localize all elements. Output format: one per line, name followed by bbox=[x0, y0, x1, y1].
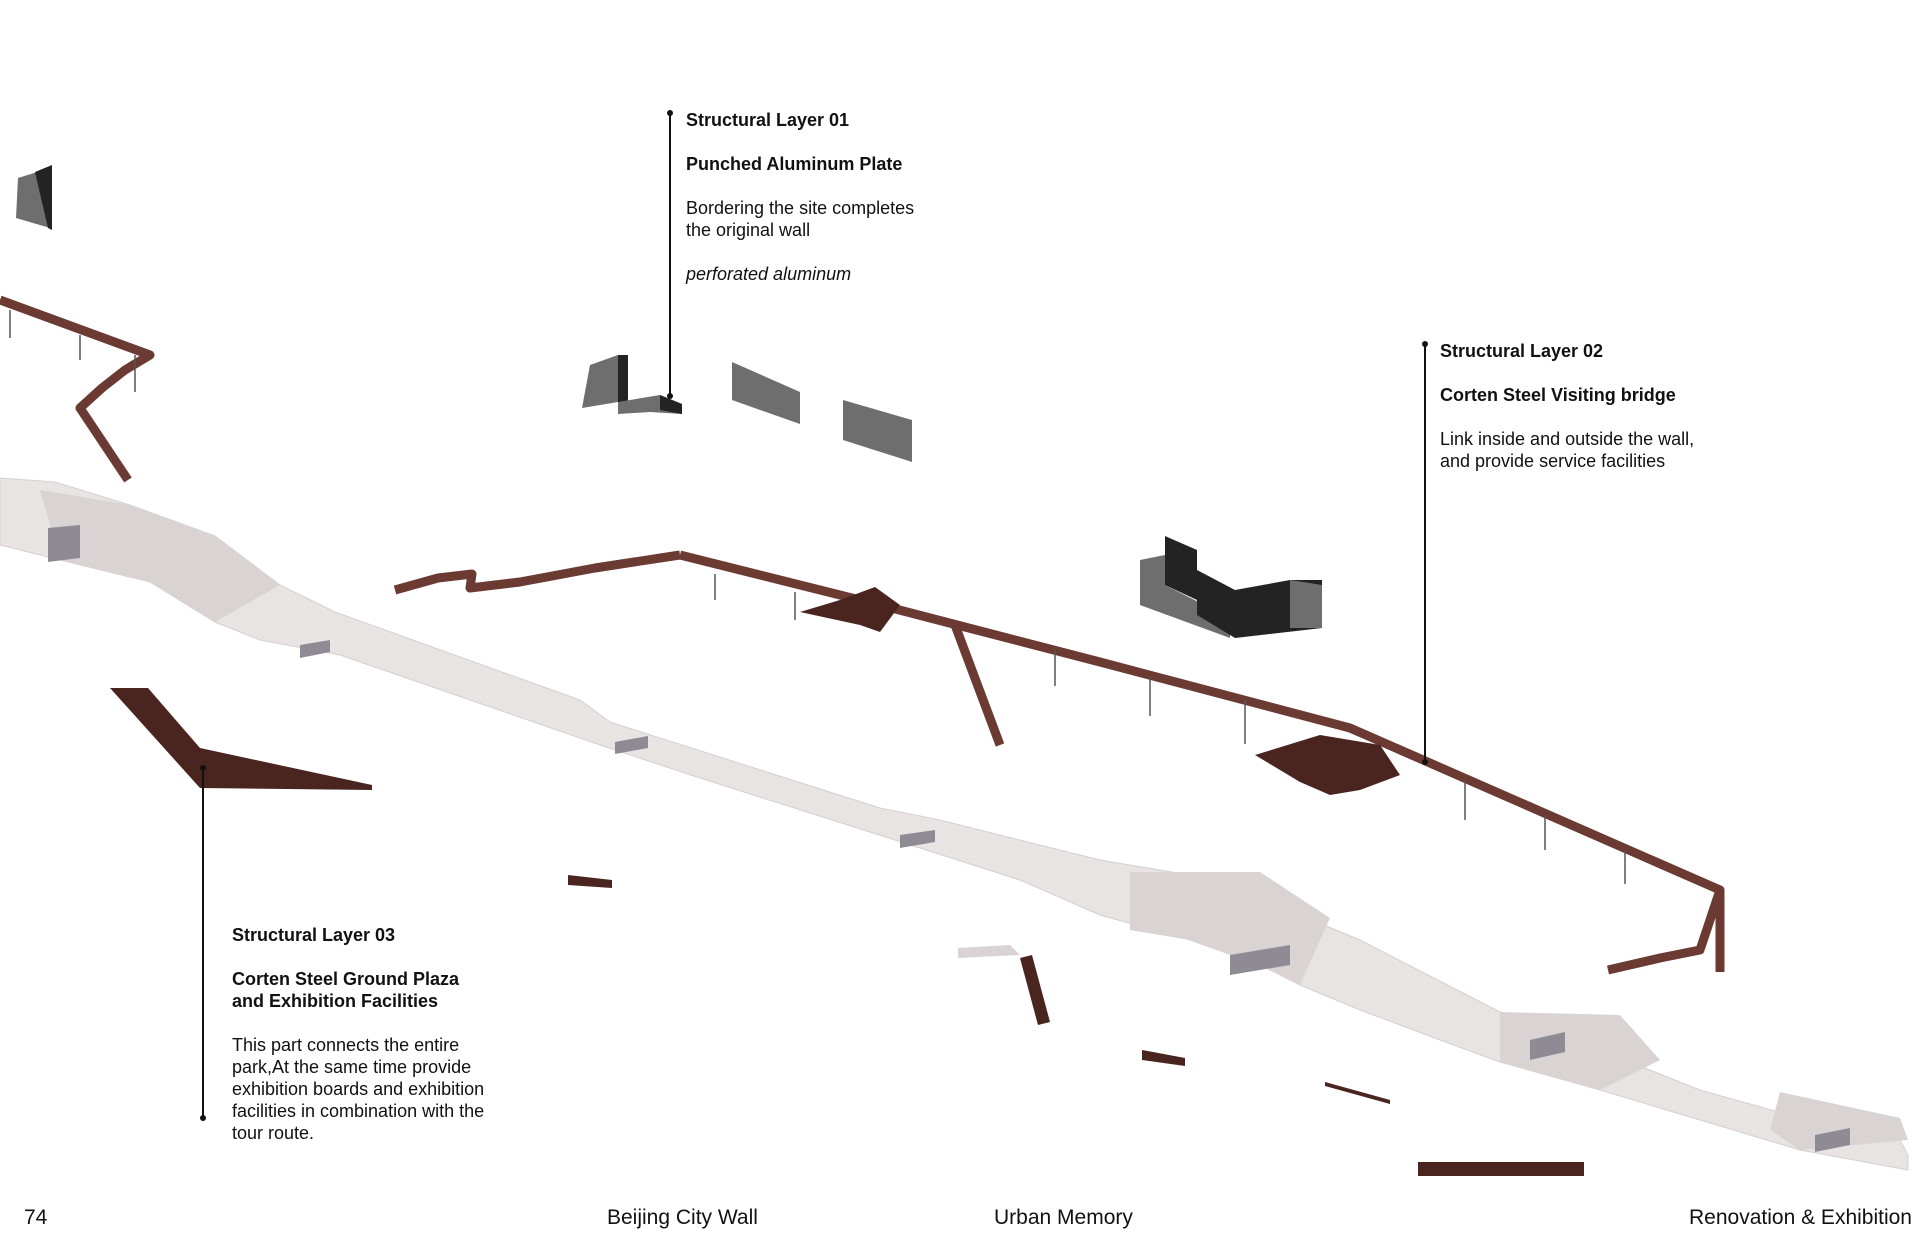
callout-structural-layer-03: Structural Layer 03 Corten Steel Ground … bbox=[232, 924, 532, 1166]
city-wall-body bbox=[0, 477, 1909, 1171]
aluminum-panel-u-shape-right bbox=[660, 395, 682, 414]
leader-dot-1-end bbox=[667, 393, 673, 399]
ground-plaza-wedge bbox=[110, 688, 372, 790]
wall-gate-6 bbox=[1530, 1032, 1565, 1060]
aluminum-plate-layer bbox=[16, 165, 1322, 638]
aluminum-panel-far-left-side bbox=[35, 165, 52, 230]
callout-name: Corten Steel Ground Plaza and Exhibition… bbox=[232, 969, 460, 1011]
callout-description: Link inside and outside the wall, and pr… bbox=[1440, 429, 1695, 471]
leader-lines bbox=[200, 110, 1428, 1121]
page-number: 74 bbox=[24, 1206, 48, 1229]
bridge-service-node-1 bbox=[800, 587, 900, 632]
callout-description: This part connects the entire park,At th… bbox=[232, 1035, 485, 1143]
leader-dot-1-top bbox=[667, 110, 673, 116]
exhibition-board-5 bbox=[1418, 1162, 1584, 1176]
leader-dot-3-top bbox=[200, 765, 206, 771]
leader-dot-2-top bbox=[1422, 341, 1428, 347]
bridge-right-stair bbox=[1606, 885, 1725, 975]
aluminum-panel-u-shape-back bbox=[618, 355, 628, 402]
wall-ramp-left bbox=[40, 490, 280, 622]
exhibition-board-2 bbox=[1020, 955, 1050, 1025]
bridge-left-fragment bbox=[0, 295, 155, 483]
wall-gate-7 bbox=[1815, 1128, 1850, 1152]
bridge-support-posts bbox=[9, 310, 1626, 884]
bridge-service-node-2 bbox=[1255, 735, 1400, 795]
callout-title: Structural Layer 03 bbox=[232, 925, 396, 945]
bridge-left-walkway bbox=[393, 550, 681, 595]
callout-material: perforated aluminum bbox=[686, 264, 852, 284]
bridge-main-walkway bbox=[678, 550, 1722, 895]
aluminum-panel-large-back bbox=[1165, 536, 1197, 600]
aluminum-panel-right bbox=[843, 400, 912, 462]
aluminum-panel-u-shape-left bbox=[582, 355, 618, 408]
callout-title: Structural Layer 02 bbox=[1440, 341, 1604, 361]
wall-ramp-end bbox=[1770, 1092, 1908, 1150]
wall-gate-3 bbox=[615, 736, 648, 754]
wall-gate-5 bbox=[1230, 945, 1290, 975]
callout-title: Structural Layer 01 bbox=[686, 110, 850, 130]
callout-name: Corten Steel Visiting bridge bbox=[1440, 385, 1676, 405]
footer-theme: Urban Memory bbox=[994, 1206, 1133, 1229]
city-wall-layer bbox=[0, 477, 1909, 1171]
corten-bridge-layer bbox=[0, 295, 1725, 975]
callout-description: Bordering the site completes the origina… bbox=[686, 198, 915, 240]
aluminum-panel-large-right bbox=[1290, 580, 1322, 628]
footer-project: Beijing City Wall bbox=[607, 1206, 758, 1229]
exhibition-board-4 bbox=[1325, 1082, 1390, 1104]
exhibition-board-6 bbox=[958, 945, 1020, 958]
callout-structural-layer-01: Structural Layer 01 Punched Aluminum Pla… bbox=[686, 109, 986, 285]
wall-gate-4 bbox=[900, 830, 935, 848]
aluminum-panel-middle bbox=[732, 362, 800, 424]
exhibition-board-3 bbox=[1142, 1050, 1185, 1066]
wall-gate-1 bbox=[48, 525, 80, 562]
footer-section: Renovation & Exhibition bbox=[1689, 1206, 1912, 1229]
leader-dot-2-end bbox=[1422, 759, 1428, 765]
wall-gate-2 bbox=[300, 640, 330, 658]
bridge-ramp-middle bbox=[950, 623, 1005, 747]
leader-dot-3-end bbox=[200, 1115, 206, 1121]
wall-ramp-right bbox=[1500, 1012, 1660, 1090]
corten-ground-plaza-layer bbox=[110, 688, 1584, 1176]
callout-structural-layer-02: Structural Layer 02 Corten Steel Visitin… bbox=[1440, 340, 1770, 494]
exhibition-board-1 bbox=[568, 875, 612, 888]
callout-name: Punched Aluminum Plate bbox=[686, 154, 903, 174]
